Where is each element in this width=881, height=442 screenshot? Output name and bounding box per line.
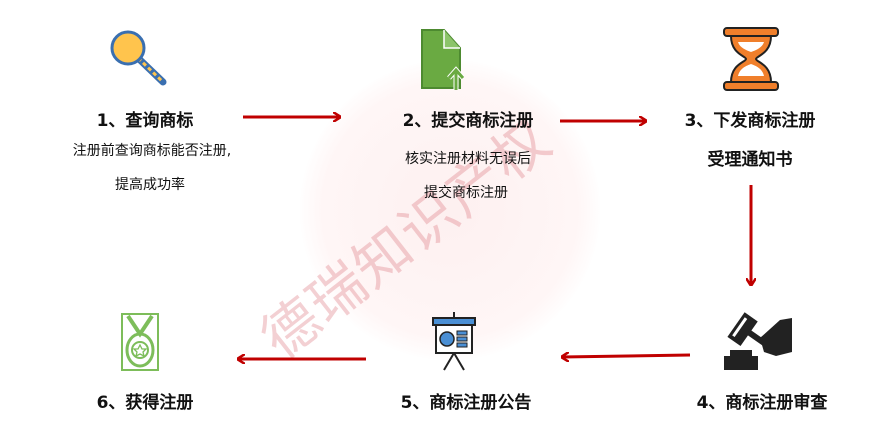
step-6-title: 6、获得注册	[96, 393, 194, 413]
medal-icon	[121, 313, 159, 371]
step-5-title: 5、商标注册公告	[400, 393, 532, 413]
step-1-title: 1、查询商标	[96, 111, 194, 131]
document-upload-icon	[421, 29, 464, 90]
step-2-desc-line-1: 核实注册材料无误后	[405, 151, 531, 167]
step-1-desc-line-1: 注册前查询商标能否注册,	[72, 143, 232, 159]
watermark-circle	[300, 60, 600, 360]
step-3-desc-line-1: 受理通知书	[707, 150, 793, 170]
step-1-desc-line-2: 提高成功率	[115, 177, 185, 193]
step-2-desc-line-2: 提交商标注册	[424, 185, 508, 201]
step-2-title: 2、提交商标注册	[402, 111, 534, 131]
gavel-icon	[724, 312, 792, 370]
hourglass-icon	[723, 27, 779, 91]
presentation-board-icon	[432, 312, 476, 371]
magnifier-icon	[110, 30, 167, 86]
arrow-4-to-5	[562, 355, 691, 357]
step-3-title: 3、下发商标注册	[684, 111, 816, 131]
step-4-title: 4、商标注册审查	[696, 393, 828, 413]
